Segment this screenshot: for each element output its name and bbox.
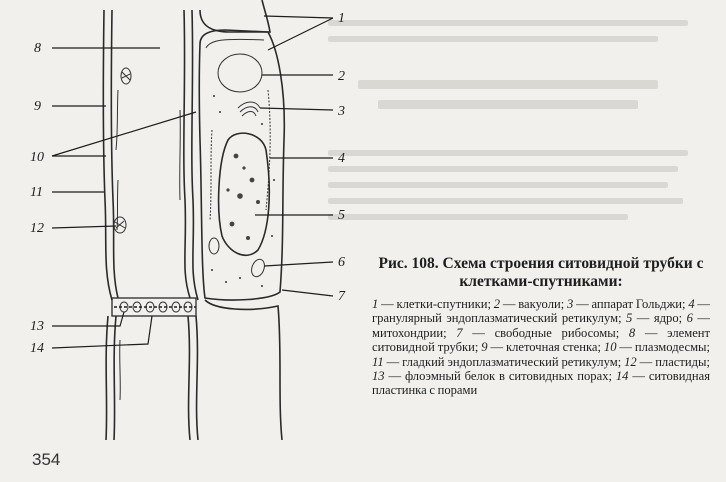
legend-text: гладкий эндоплазматический ретикулум [402,354,618,369]
legend-text: флоэмный белок в ситовидных порах [404,369,609,384]
figure-labels: 1 2 3 4 5 6 7 8 9 10 11 12 13 14 [30,11,346,356]
companion-cells [198,0,286,440]
legend-text: митохондрии [372,325,444,340]
legend-text: элемент ситовидной трубки [372,325,711,355]
legend-text: пластиды [655,354,707,369]
label-2: 2 [338,69,345,84]
label-1: 1 [338,11,345,26]
legend-text: ядро [653,311,679,326]
label-14: 14 [30,341,44,356]
label-10: 10 [30,150,44,165]
label-6: 6 [338,255,345,270]
legend-number: 3 [567,297,574,311]
page-number: 354 [32,450,61,469]
legend-number: 8 [628,325,636,340]
legend-number: 10 [603,340,617,355]
label-8: 8 [34,41,41,56]
label-11: 11 [30,185,43,200]
legend-text: ситовидная пластинка с порами [372,369,711,398]
legend-number: 9 [481,340,488,355]
caption-legend: 1 — клетки-спутники; 2 — вакуоли; 3 — ап… [372,297,711,398]
legend-number: 2 [493,297,501,311]
sieve-tube-diagram: 1 2 3 4 5 6 7 8 9 10 11 12 13 14 [30,0,346,440]
label-3: 3 [337,104,345,119]
legend-text: гранулярный эндоплазматический ретикулум [372,311,619,326]
legend-text: клеточная стенка [505,340,598,355]
label-4: 4 [338,151,345,166]
legend-number: 4 [688,297,695,311]
label-7: 7 [338,289,346,304]
sieve-tube-element [102,9,199,440]
leader-lines [51,15,334,349]
legend-number: 11 [372,354,384,369]
legend-number: 5 [626,311,633,326]
legend-text: клетки-спутники [396,297,488,311]
legend-number: 6 [686,311,693,326]
legend-text: аппарат Гольджи [591,297,683,311]
legend-number: 12 [624,354,637,369]
label-5: 5 [338,208,345,223]
caption-title: Рис. 108. Схема строения ситовидной труб… [378,255,704,290]
legend-number: 14 [615,369,629,384]
legend-text: плазмодесмы [634,340,707,355]
legend-number: 7 [456,325,463,340]
legend-text: свободные рибосомы [494,325,616,340]
label-12: 12 [30,221,44,236]
label-9: 9 [34,99,41,114]
figure-caption: Рис. 108. Схема строения ситовидной труб… [372,255,710,398]
label-13: 13 [30,319,44,334]
legend-number: 13 [372,369,385,384]
legend-text: вакуоли [518,297,561,311]
legend-number: 1 [372,297,379,311]
